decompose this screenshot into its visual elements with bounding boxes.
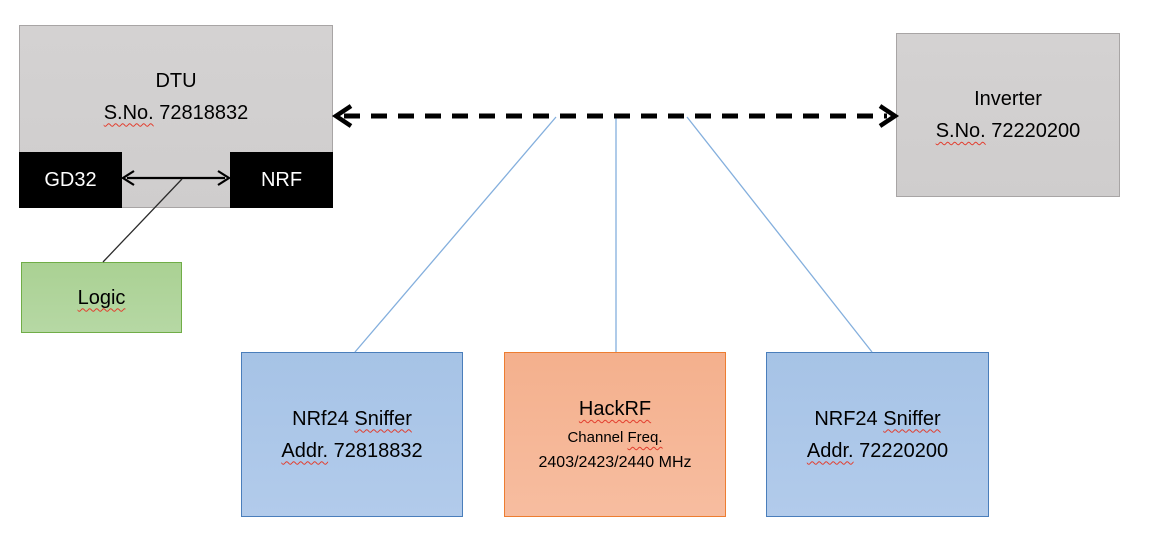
sniffer-left-addr: Addr. 72818832 xyxy=(281,439,423,462)
logic-label: Logic xyxy=(77,286,126,309)
sniffer-right-box: NRF24 Sniffer Addr. 72220200 xyxy=(766,352,989,517)
nrf-label: NRF xyxy=(260,169,303,191)
tap-line-sniffer-right xyxy=(686,116,873,353)
hackrf-frequencies: 2403/2423/2440 MHz xyxy=(538,454,692,471)
hackrf-channel-freq: Channel Freq. xyxy=(567,429,663,446)
nrf-chip: NRF xyxy=(230,152,333,208)
dtu-serial: S.No. 72818832 xyxy=(103,101,249,124)
dtu-inverter-dashed-arrow xyxy=(331,104,900,128)
hackrf-box: HackRF Channel Freq. 2403/2423/2440 MHz xyxy=(504,352,726,517)
hackrf-title: HackRF xyxy=(578,398,652,420)
arrowhead-right-icon xyxy=(878,104,900,128)
dtu-title: DTU xyxy=(155,69,197,92)
arrowhead-left-icon xyxy=(331,104,353,128)
sniffer-right-title: NRF24 Sniffer xyxy=(814,407,941,430)
gd32-chip: GD32 xyxy=(19,152,122,208)
inverter-title: Inverter xyxy=(974,88,1042,110)
sniffer-right-addr: Addr. 72220200 xyxy=(806,439,949,462)
tap-line-sniffer-left xyxy=(354,116,557,353)
sniffer-left-box: NRf24 Sniffer Addr. 72818832 xyxy=(241,352,463,517)
logic-box: Logic xyxy=(21,262,182,333)
gd32-label: GD32 xyxy=(44,169,97,191)
sniffer-left-title: NRf24 Sniffer xyxy=(292,407,412,430)
inverter-serial: S.No. 72220200 xyxy=(935,120,1081,142)
inverter-box: Inverter S.No. 72220200 xyxy=(896,33,1120,197)
